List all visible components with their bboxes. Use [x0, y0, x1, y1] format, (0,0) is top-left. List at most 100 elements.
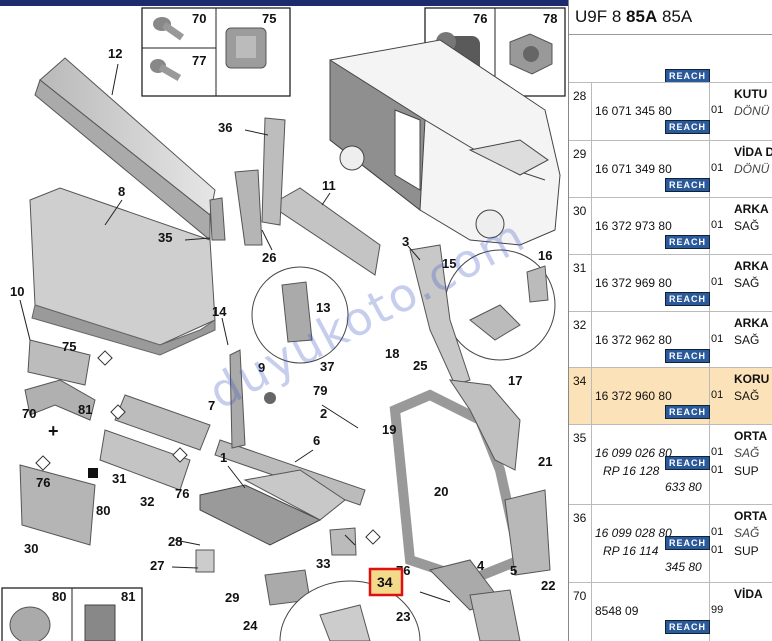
svg-text:11: 11: [322, 178, 336, 193]
model-prefix: U9F 8: [575, 7, 622, 26]
row-ref: 70: [573, 589, 587, 603]
svg-text:+: +: [48, 421, 59, 441]
quantity-2: 01: [711, 544, 724, 556]
svg-text:75: 75: [62, 339, 76, 354]
description-line-3: SUP: [734, 464, 759, 478]
svg-text:7: 7: [208, 398, 215, 413]
part-number: 16 372 960 80: [595, 389, 672, 403]
svg-text:22: 22: [541, 578, 555, 593]
description-line-1: ARKA: [734, 259, 769, 273]
leader-lines: [19, 63, 451, 603]
panel-11: [269, 187, 381, 276]
fastener-box-80-81: [1, 587, 143, 641]
svg-text:27: 27: [150, 558, 164, 573]
description-line-3: SUP: [734, 544, 759, 558]
svg-text:32: 32: [140, 494, 154, 509]
part-number: 16 071 345 80: [595, 104, 672, 118]
selected-callout-34[interactable]: 34: [368, 567, 404, 597]
part-number: 8548 09: [595, 604, 639, 618]
part-number: 16 372 973 80: [595, 219, 672, 233]
description-line-1: ARKA: [734, 316, 769, 330]
description-line-2: SAĞ: [734, 389, 760, 403]
reach-badge: REACH: [665, 536, 711, 550]
svg-text:81: 81: [121, 589, 135, 604]
svg-text:76: 76: [473, 11, 487, 26]
description-line-1: KUTU: [734, 87, 768, 101]
top-bar: [0, 0, 568, 6]
quantity: 01: [711, 219, 724, 231]
part-number: 16 099 028 80: [595, 526, 672, 540]
svg-text:75: 75: [262, 11, 276, 26]
reach-badge: REACH: [665, 120, 711, 134]
quantity: 01: [711, 162, 724, 174]
van-illustration: [329, 39, 561, 246]
svg-text:77: 77: [192, 53, 206, 68]
svg-text:33: 33: [316, 556, 330, 571]
part-number: 16 071 349 80: [595, 162, 672, 176]
svg-text:30: 30: [24, 541, 38, 556]
svg-text:28: 28: [168, 534, 182, 549]
svg-text:4: 4: [477, 558, 485, 573]
svg-text:13: 13: [316, 300, 330, 315]
svg-text:21: 21: [538, 454, 552, 469]
svg-text:34: 34: [377, 574, 393, 590]
reach-badge: REACH: [665, 349, 711, 363]
svg-text:6: 6: [313, 433, 320, 448]
quantity: 01: [711, 276, 724, 288]
svg-text:29: 29: [225, 590, 239, 605]
svg-text:5: 5: [510, 563, 517, 578]
description-line-2: SAĞ: [734, 446, 760, 460]
quantity: 99: [711, 604, 724, 616]
svg-text:31: 31: [112, 471, 126, 486]
bolt-79: [264, 392, 276, 404]
part-17: [448, 379, 521, 471]
svg-text:25: 25: [413, 358, 427, 373]
trim-75: [27, 339, 91, 386]
quantity: 01: [711, 446, 724, 458]
reach-badge: REACH: [665, 456, 711, 470]
description-line-1: VİDA: [734, 587, 763, 601]
svg-text:19: 19: [382, 422, 396, 437]
row-ref: 29: [573, 147, 587, 161]
reach-badge: REACH: [665, 235, 711, 249]
svg-text:23: 23: [396, 609, 410, 624]
svg-text:80: 80: [96, 503, 110, 518]
svg-text:17: 17: [508, 373, 522, 388]
svg-text:9: 9: [258, 360, 265, 375]
svg-text:76: 76: [36, 475, 50, 490]
quantity: 01: [711, 104, 724, 116]
description-line-1: VİDA D: [734, 145, 772, 159]
trim-32: [99, 429, 191, 491]
bracket-26: [234, 169, 263, 246]
svg-text:1: 1: [220, 450, 227, 465]
svg-text:35: 35: [158, 230, 172, 245]
replacement-suffix: 345 80: [665, 560, 702, 574]
svg-text:2: 2: [320, 406, 327, 421]
description-line-2: SAĞ: [734, 276, 760, 290]
quantity: 01: [711, 333, 724, 345]
reach-badge: REACH: [665, 405, 711, 419]
svg-text:16: 16: [538, 248, 552, 263]
panel-30: [19, 464, 96, 546]
svg-text:70: 70: [22, 406, 36, 421]
exploded-view-drawing: + 12 8 36 11 35 26 3 15 16 10 75 14 13 9…: [0, 0, 568, 641]
row-ref: 34: [573, 374, 587, 388]
wheel-arch-3: [409, 244, 471, 386]
svg-text:79: 79: [313, 383, 327, 398]
model-header: U9F 8 85A 85A: [569, 0, 772, 35]
reach-badge: REACH: [665, 69, 711, 83]
description-line-2: SAĞ: [734, 219, 760, 233]
quantity-2: 01: [711, 464, 724, 476]
svg-text:15: 15: [442, 256, 456, 271]
row-ref: 36: [573, 511, 587, 525]
